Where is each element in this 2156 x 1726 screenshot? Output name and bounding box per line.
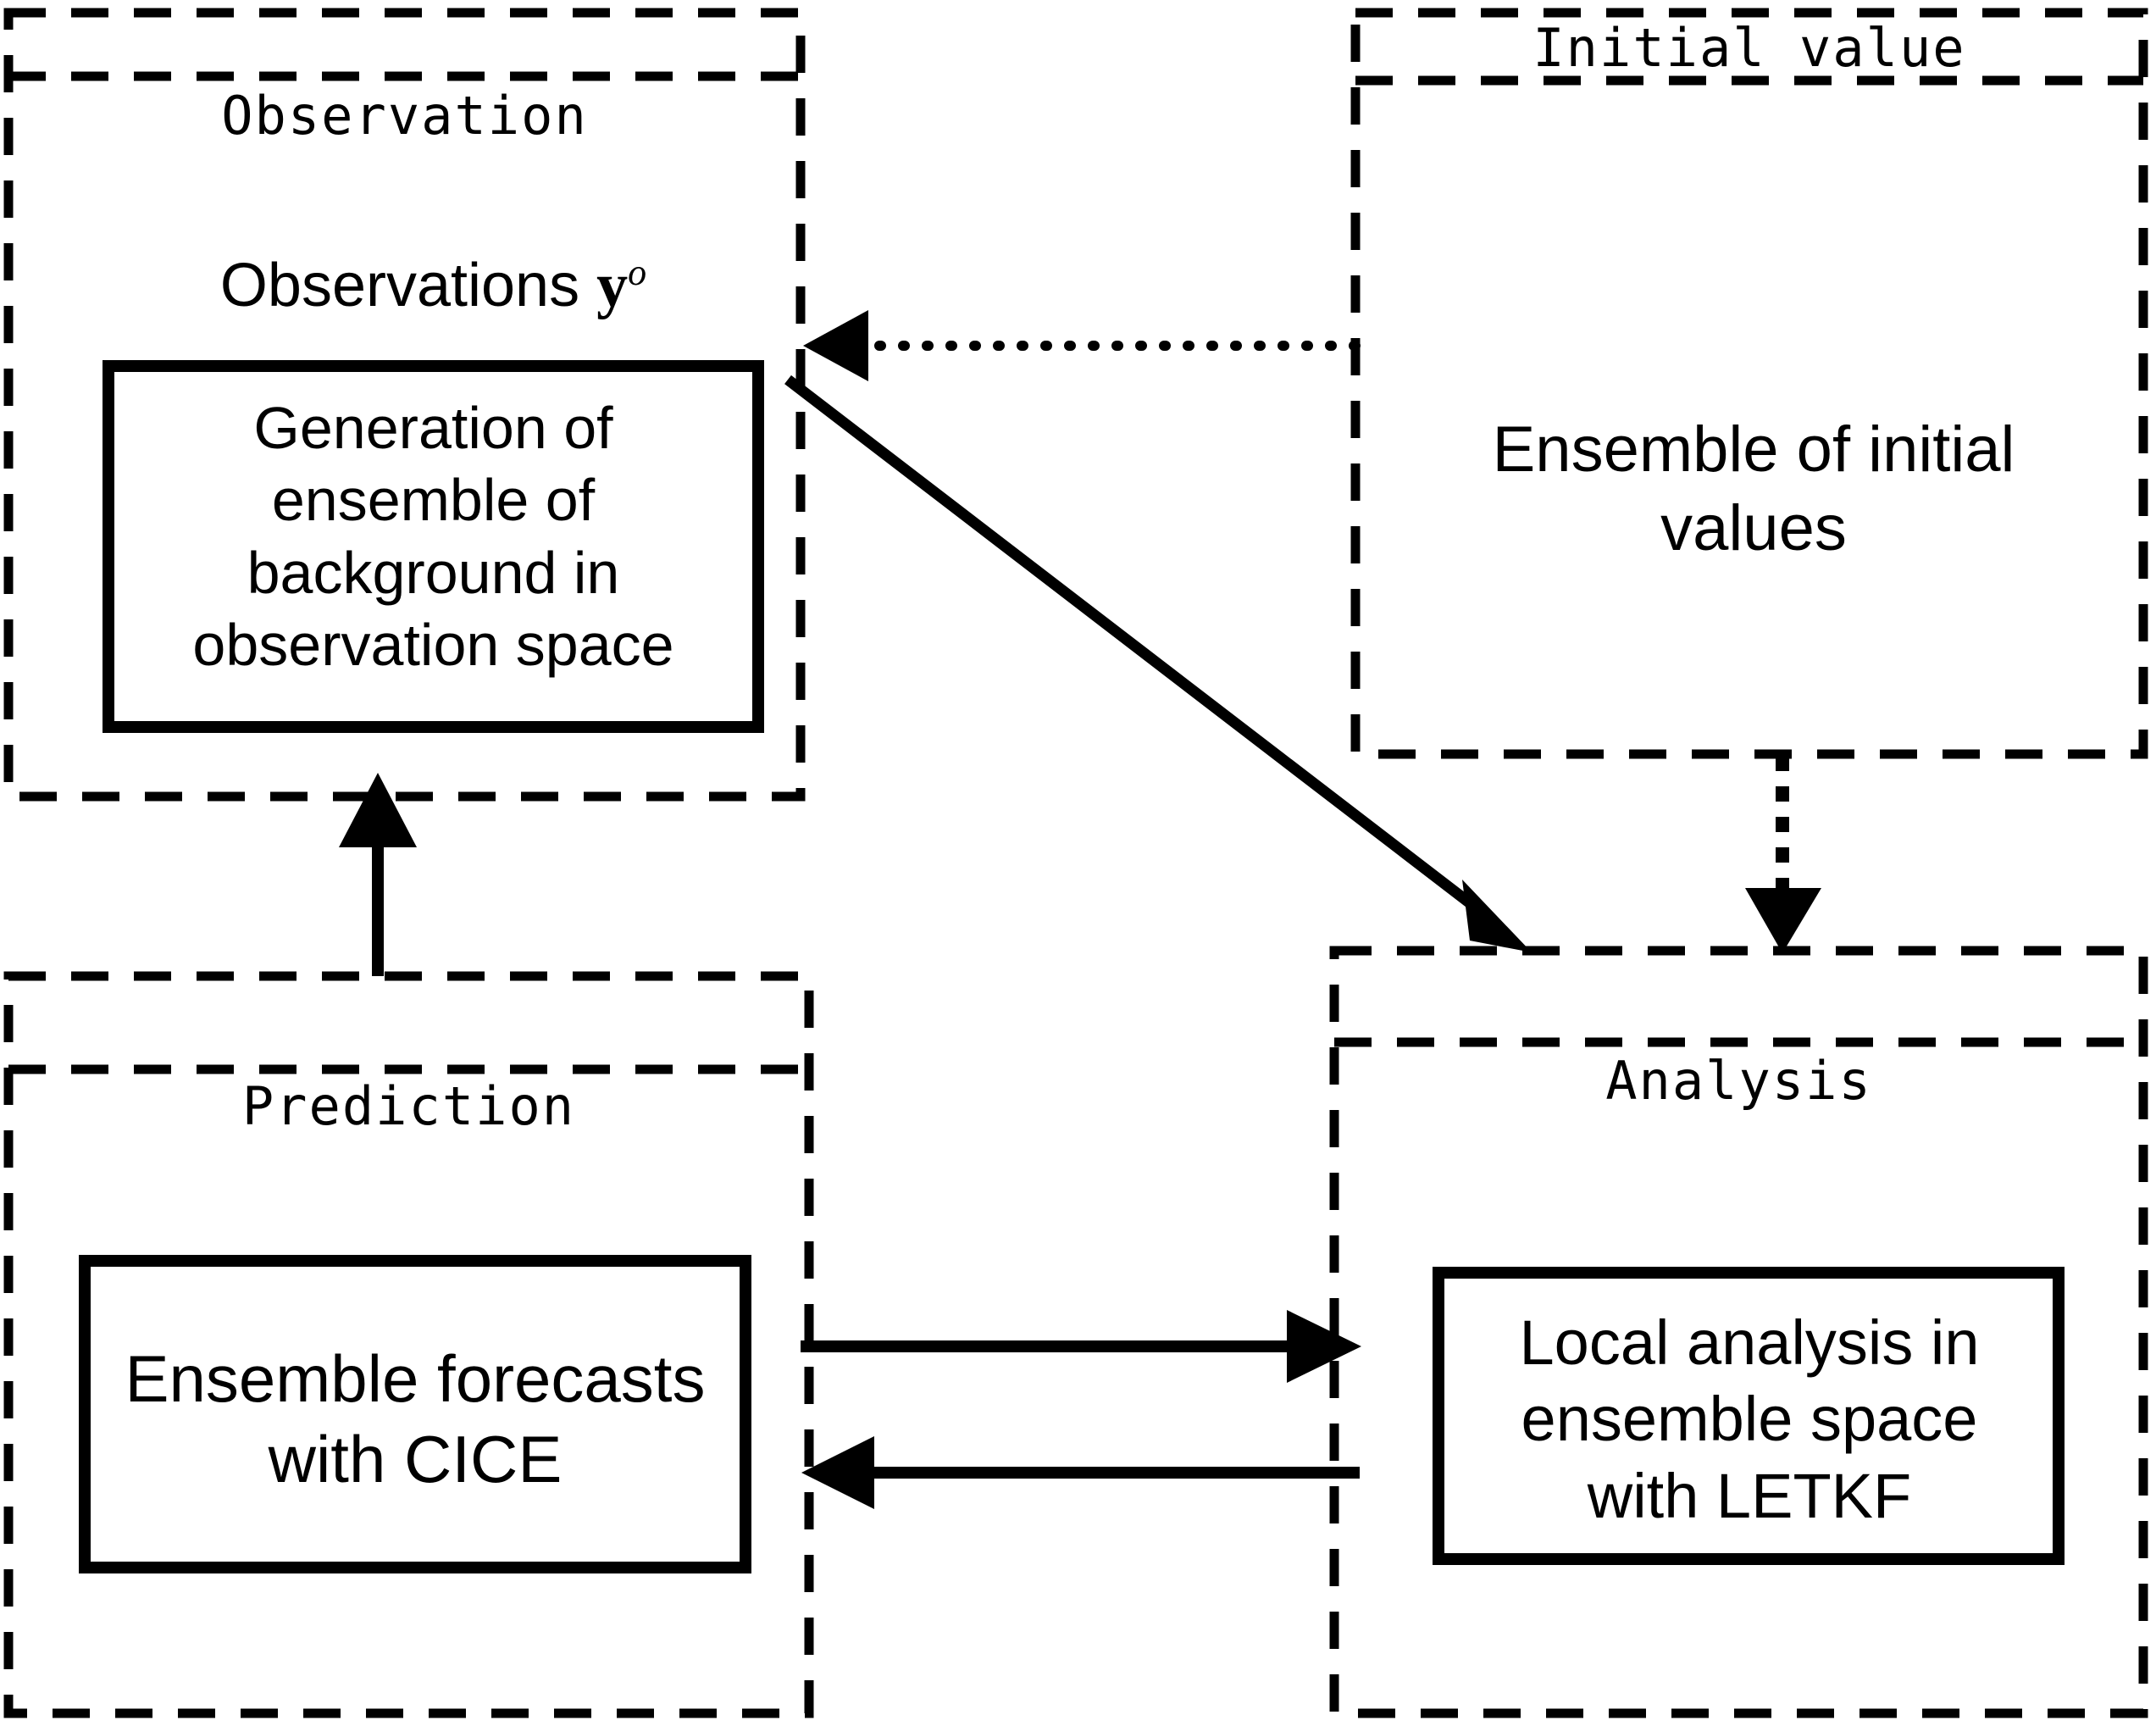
ensemble-forecasts-box-border bbox=[79, 1255, 751, 1573]
local-analysis-line-1: Local analysis in bbox=[1519, 1307, 1980, 1378]
arrow-prediction-to-analysis bbox=[801, 1310, 1361, 1383]
ensemble-forecasts-line-2: with CICE bbox=[268, 1422, 563, 1497]
observations-symbol-label: Observations yo bbox=[108, 251, 758, 320]
arrow-prediction-to-analysis-head bbox=[1287, 1310, 1361, 1383]
arrow-analysis-to-prediction bbox=[801, 1436, 1360, 1509]
observations-superscript: o bbox=[628, 252, 647, 293]
arrow-prediction-to-observation bbox=[339, 773, 417, 976]
group-title-initial-value: Initial value bbox=[1532, 17, 1966, 79]
arrow-observation-to-analysis-line bbox=[784, 375, 1494, 924]
arrow-prediction-to-observation-head bbox=[339, 773, 417, 847]
arrow-analysis-to-prediction-head bbox=[801, 1436, 874, 1509]
group-title-observation: Observation bbox=[221, 85, 588, 147]
local-analysis-line-3: with LETKF bbox=[1587, 1460, 1912, 1531]
observation-dashed-border bbox=[3, 8, 806, 802]
observations-prefix-text: Observations bbox=[219, 252, 597, 319]
generation-line-2: ensemble of bbox=[271, 467, 596, 534]
local-analysis-box-text: Local analysis in ensemble space with LE… bbox=[1449, 1305, 2050, 1535]
arrow-initial-to-analysis-head bbox=[1745, 888, 1821, 953]
analysis-dashed-border bbox=[1329, 946, 2148, 1718]
group-analysis bbox=[1329, 946, 2148, 1718]
generation-line-4: observation space bbox=[192, 612, 674, 679]
initial-values-line-1: Ensemble of initial bbox=[1492, 413, 2015, 486]
initial-values-line-2: values bbox=[1660, 491, 1847, 564]
arrow-initial-to-observation-head bbox=[803, 310, 868, 381]
initial-values-text: Ensemble of initial values bbox=[1389, 411, 2118, 568]
group-observation bbox=[3, 8, 806, 802]
generation-box-text: Generation of ensemble of background in … bbox=[125, 392, 741, 682]
ensemble-forecasts-line-1: Ensemble forecasts bbox=[125, 1341, 706, 1416]
local-analysis-line-2: ensemble space bbox=[1521, 1384, 1978, 1455]
group-initial-value bbox=[1350, 8, 2148, 759]
initial-value-dashed-border bbox=[1350, 8, 2148, 759]
generation-box-border bbox=[103, 360, 764, 733]
group-prediction bbox=[3, 971, 814, 1718]
ensemble-forecasts-box-text: Ensemble forecasts with CICE bbox=[93, 1339, 737, 1500]
arrow-initial-to-analysis bbox=[1745, 756, 1821, 953]
prediction-dashed-border bbox=[3, 971, 814, 1718]
arrow-initial-to-observation bbox=[803, 310, 1361, 381]
arrow-observation-to-analysis bbox=[784, 375, 1532, 952]
generation-line-3: background in bbox=[247, 539, 620, 606]
generation-line-1: Generation of bbox=[253, 395, 613, 461]
local-analysis-box-border bbox=[1433, 1267, 2065, 1565]
group-title-analysis: Analysis bbox=[1605, 1050, 1872, 1112]
observations-vector-symbol: y bbox=[596, 251, 629, 320]
arrow-observation-to-analysis-head bbox=[1462, 880, 1532, 952]
group-title-prediction: Prediction bbox=[241, 1075, 576, 1137]
